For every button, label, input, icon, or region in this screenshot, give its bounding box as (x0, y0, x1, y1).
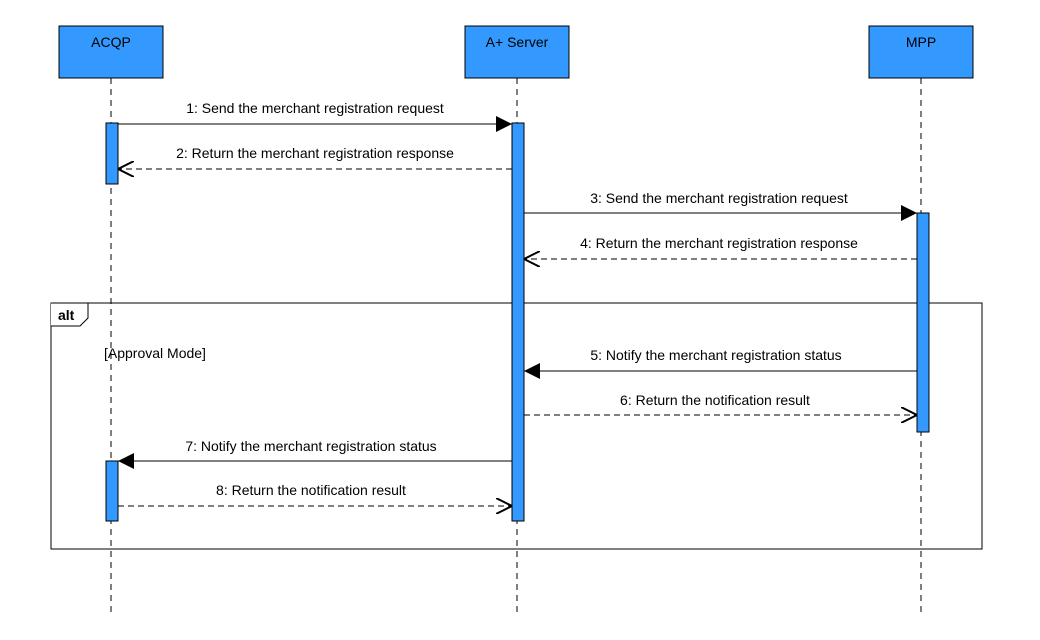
participant-label: ACQP (91, 34, 131, 50)
fragment-operator: alt (58, 307, 75, 323)
participant-box (464, 25, 570, 79)
message-label: 5: Notify the merchant registration stat… (590, 347, 841, 363)
activation-server (511, 122, 525, 522)
message-label: 8: Return the notification result (216, 482, 406, 498)
message-2: 2: Return the merchant registration resp… (118, 145, 512, 169)
message-3: 3: Send the merchant registration reques… (524, 190, 917, 221)
participant-mpp[interactable]: MPP (868, 25, 974, 79)
message-label: 7: Notify the merchant registration stat… (185, 438, 436, 454)
activation-acqp-2 (105, 460, 119, 522)
participant-box (868, 25, 974, 79)
message-7: 7: Notify the merchant registration stat… (118, 438, 512, 469)
participant-acqp[interactable]: ACQP (58, 25, 164, 79)
activation-mpp (916, 212, 930, 433)
message-1: 1: Send the merchant registration reques… (118, 100, 512, 132)
participant-label: MPP (906, 34, 936, 50)
participant-server[interactable]: A+ Server (464, 25, 570, 79)
message-label: 1: Send the merchant registration reques… (186, 100, 444, 116)
message-8: 8: Return the notification result (118, 482, 512, 506)
message-5: 5: Notify the merchant registration stat… (524, 347, 917, 379)
message-label: 4: Return the merchant registration resp… (580, 235, 858, 251)
message-label: 6: Return the notification result (620, 392, 810, 408)
message-6: 6: Return the notification result (524, 392, 917, 415)
message-label: 3: Send the merchant registration reques… (590, 190, 848, 206)
fragment-tab (51, 302, 89, 327)
participant-label: A+ Server (486, 34, 549, 50)
message-4: 4: Return the merchant registration resp… (524, 235, 917, 259)
fragment-guard: [Approval Mode] (104, 345, 206, 361)
activation-acqp-1 (105, 122, 119, 185)
message-label: 2: Return the merchant registration resp… (176, 145, 454, 161)
participant-box (58, 25, 164, 79)
